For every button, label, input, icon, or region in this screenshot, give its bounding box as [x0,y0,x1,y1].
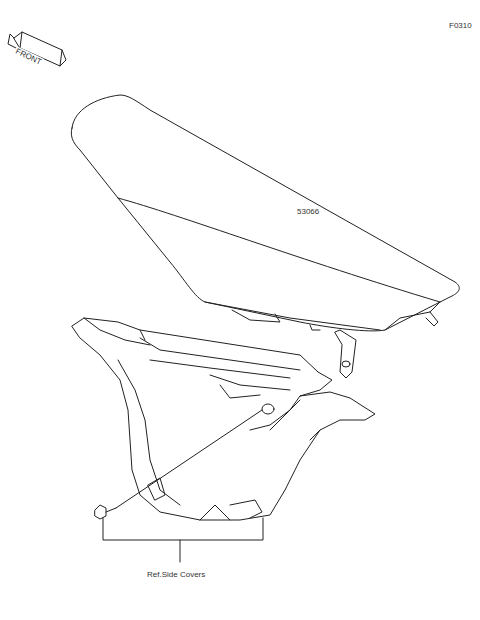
part-number: 53066 [296,207,320,216]
seat [71,95,459,378]
assembly-line [116,410,262,508]
part-number-holder: 53066 [296,200,320,218]
front-label: FRONT [13,46,44,67]
reference-label: Ref.Side Covers [146,570,206,579]
reference-label-holder: Ref.Side Covers [146,563,206,581]
bolt [95,505,116,519]
figure-number: F0310 [448,21,473,30]
bracket [103,518,263,562]
front-arrow-icon [8,32,66,66]
side-cover [72,318,375,520]
figure-number-holder: F0310 [448,14,473,32]
